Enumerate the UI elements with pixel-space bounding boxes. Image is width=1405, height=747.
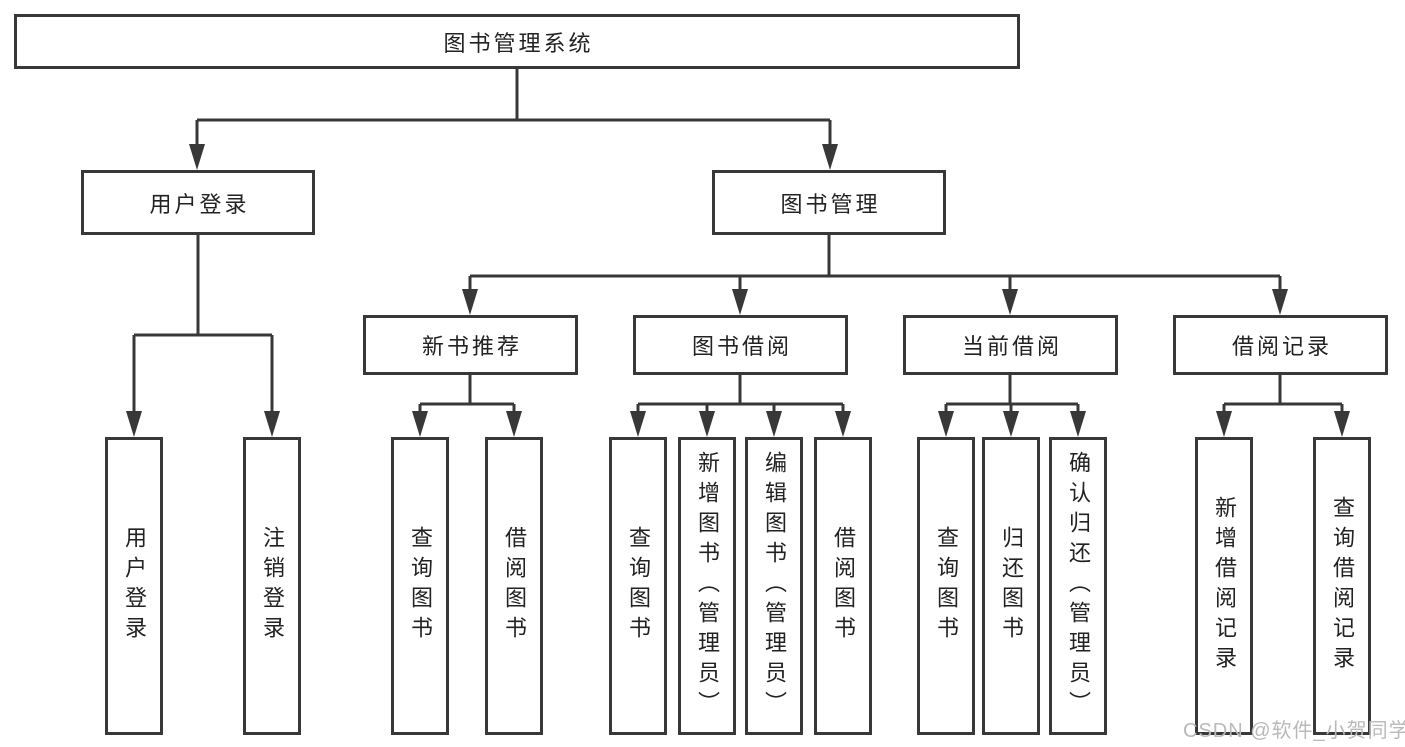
- arrowhead-icon: [822, 144, 838, 170]
- leaf-query-books: 查询图书: [609, 437, 667, 735]
- leaf-label: 查询图书: [626, 526, 651, 646]
- node-label: 当前借阅: [961, 334, 1062, 359]
- leaf-label: 查询图书: [408, 526, 433, 646]
- leaf-label: 查询图书: [934, 526, 959, 646]
- arrowhead-icon: [189, 144, 205, 170]
- node-book-borrowing: 图书借阅: [633, 315, 848, 375]
- leaf-label: 新增图书（管理员）: [695, 451, 720, 721]
- node-label: 图书管理: [780, 191, 881, 217]
- arrowhead-icon: [412, 411, 428, 437]
- leaf-add-borrow-record: 新增借阅记录: [1195, 437, 1253, 735]
- leaf-user-login: 用户登录: [105, 437, 163, 735]
- node-user-login: 用户登录: [81, 170, 315, 235]
- node-label: 借阅记录: [1231, 334, 1332, 359]
- node-label: 用户登录: [149, 191, 250, 217]
- leaf-query-borrow-record: 查询借阅记录: [1313, 437, 1371, 735]
- node-label: 图书管理系统: [443, 30, 594, 56]
- leaf-label: 新增借阅记录: [1212, 496, 1237, 676]
- arrowhead-icon: [766, 411, 782, 437]
- leaf-label: 编辑图书（管理员）: [762, 451, 787, 721]
- leaf-label: 确认归还（管理员）: [1066, 451, 1091, 721]
- leaf-label: 借阅图书: [831, 526, 856, 646]
- node-book-management: 图书管理: [712, 170, 946, 235]
- arrowhead-icon: [835, 411, 851, 437]
- node-label: 新书推荐: [421, 334, 522, 359]
- arrowhead-icon: [1272, 289, 1288, 315]
- node-borrowing-records: 借阅记录: [1173, 315, 1388, 375]
- arrowhead-icon: [462, 289, 478, 315]
- arrowhead-icon: [1216, 411, 1232, 437]
- leaf-add-book-admin: 新增图书（管理员）: [678, 437, 736, 735]
- csdn-watermark: CSDN @软件_小贺同学: [1183, 720, 1405, 742]
- arrowhead-icon: [732, 289, 748, 315]
- leaf-label: 归还图书: [999, 526, 1024, 646]
- leaf-query-books: 查询图书: [391, 437, 449, 735]
- node-current-borrowing: 当前借阅: [903, 315, 1118, 375]
- leaf-edit-book-admin: 编辑图书（管理员）: [745, 437, 803, 735]
- leaf-confirm-return-admin: 确认归还（管理员）: [1049, 437, 1107, 735]
- node-label: 图书借阅: [691, 334, 792, 359]
- leaf-borrow-books: 借阅图书: [814, 437, 872, 735]
- node-new-book-recommendation: 新书推荐: [363, 315, 578, 375]
- arrowhead-icon: [1002, 289, 1018, 315]
- leaf-label: 借阅图书: [502, 526, 527, 646]
- leaf-label: 用户登录: [122, 526, 147, 646]
- arrowhead-icon: [699, 411, 715, 437]
- arrowhead-icon: [1003, 411, 1019, 437]
- leaf-query-books: 查询图书: [917, 437, 975, 735]
- arrowhead-icon: [506, 411, 522, 437]
- tree-edges: [132, 69, 1344, 415]
- node-library-management-system: 图书管理系统: [14, 14, 1020, 69]
- arrowhead-icon: [630, 411, 646, 437]
- leaf-return-books: 归还图书: [982, 437, 1040, 735]
- leaf-label: 查询借阅记录: [1330, 496, 1355, 676]
- arrowhead-icon: [1070, 411, 1086, 437]
- leaf-borrow-books: 借阅图书: [485, 437, 543, 735]
- arrowheads: [126, 144, 1350, 437]
- arrowhead-icon: [126, 411, 142, 437]
- arrowhead-icon: [1334, 411, 1350, 437]
- leaf-label: 注销登录: [260, 526, 285, 646]
- arrowhead-icon: [938, 411, 954, 437]
- arrowhead-icon: [264, 411, 280, 437]
- leaf-logout: 注销登录: [243, 437, 301, 735]
